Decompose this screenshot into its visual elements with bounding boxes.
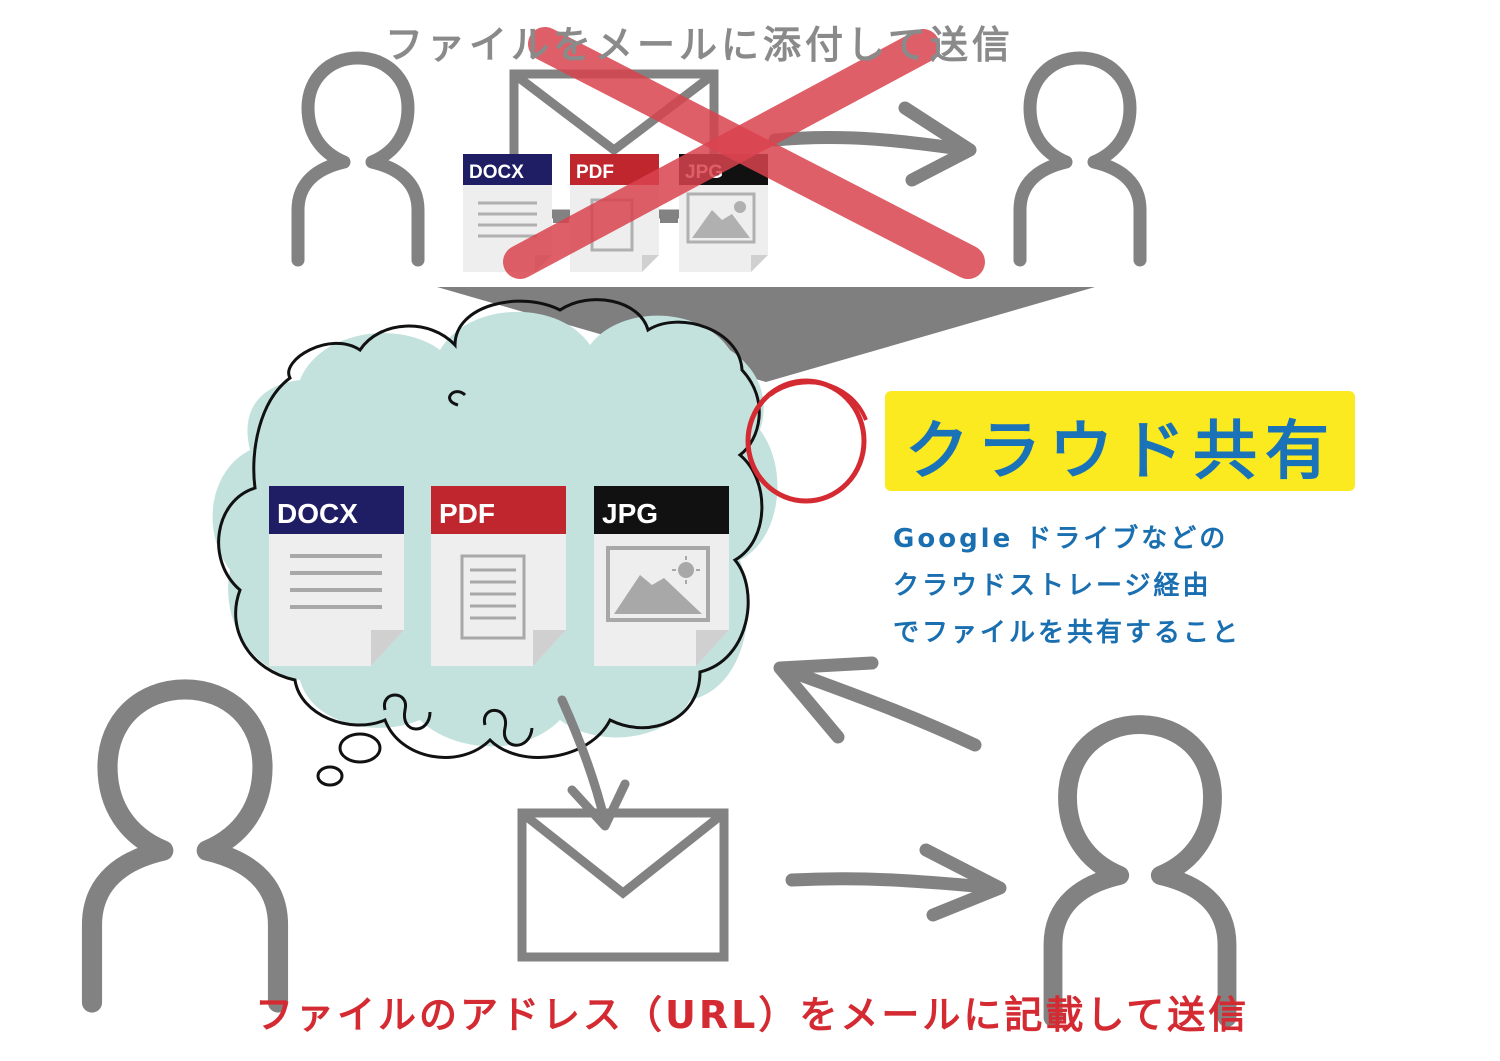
- cross-mark-icon: [503, 27, 985, 279]
- pdf-file-icon: PDF: [431, 486, 566, 666]
- person-sender-top: [298, 58, 418, 260]
- arrow-icon-receiver-to-cloud: [773, 656, 982, 752]
- description-text: Google ドライブなどの クラウドストレージ経由 でファイルを共有すること: [893, 516, 1241, 657]
- cloud-label-box: [885, 391, 1355, 491]
- person-receiver-top: [1020, 58, 1140, 260]
- arrow-icon-mail-to-receiver: [785, 843, 1007, 922]
- docx-label: DOCX: [277, 498, 358, 529]
- arrow-icon-top: [768, 101, 977, 187]
- funnel-arrow-icon: [437, 287, 1095, 382]
- cloud-label: クラウド共有: [905, 415, 1337, 489]
- circle-mark-icon: [745, 378, 868, 504]
- docx-file-icon: DOCX: [269, 486, 404, 666]
- person-sender-bottom: [92, 689, 278, 1002]
- pdf-label: PDF: [439, 498, 495, 529]
- pdf-label-small: PDF: [576, 162, 614, 183]
- person-receiver-bottom: [1053, 725, 1227, 1018]
- arrow-icon-cloud-to-mail: [557, 695, 630, 831]
- jpg-file-icon: JPG: [594, 486, 729, 666]
- top-caption: ファイルをメールに添付して送信: [385, 23, 1014, 67]
- envelope-icon-bottom: [517, 808, 729, 962]
- bottom-caption: ファイルのアドレス（URL）をメールに記載して送信: [255, 993, 1250, 1037]
- description-line-2: クラウドストレージ経由: [893, 571, 1212, 601]
- description-line-3: でファイルを共有すること: [893, 618, 1242, 648]
- docx-label-small: DOCX: [469, 162, 524, 183]
- jpg-label: JPG: [602, 498, 658, 529]
- description-line-1: Google ドライブなどの: [893, 524, 1229, 554]
